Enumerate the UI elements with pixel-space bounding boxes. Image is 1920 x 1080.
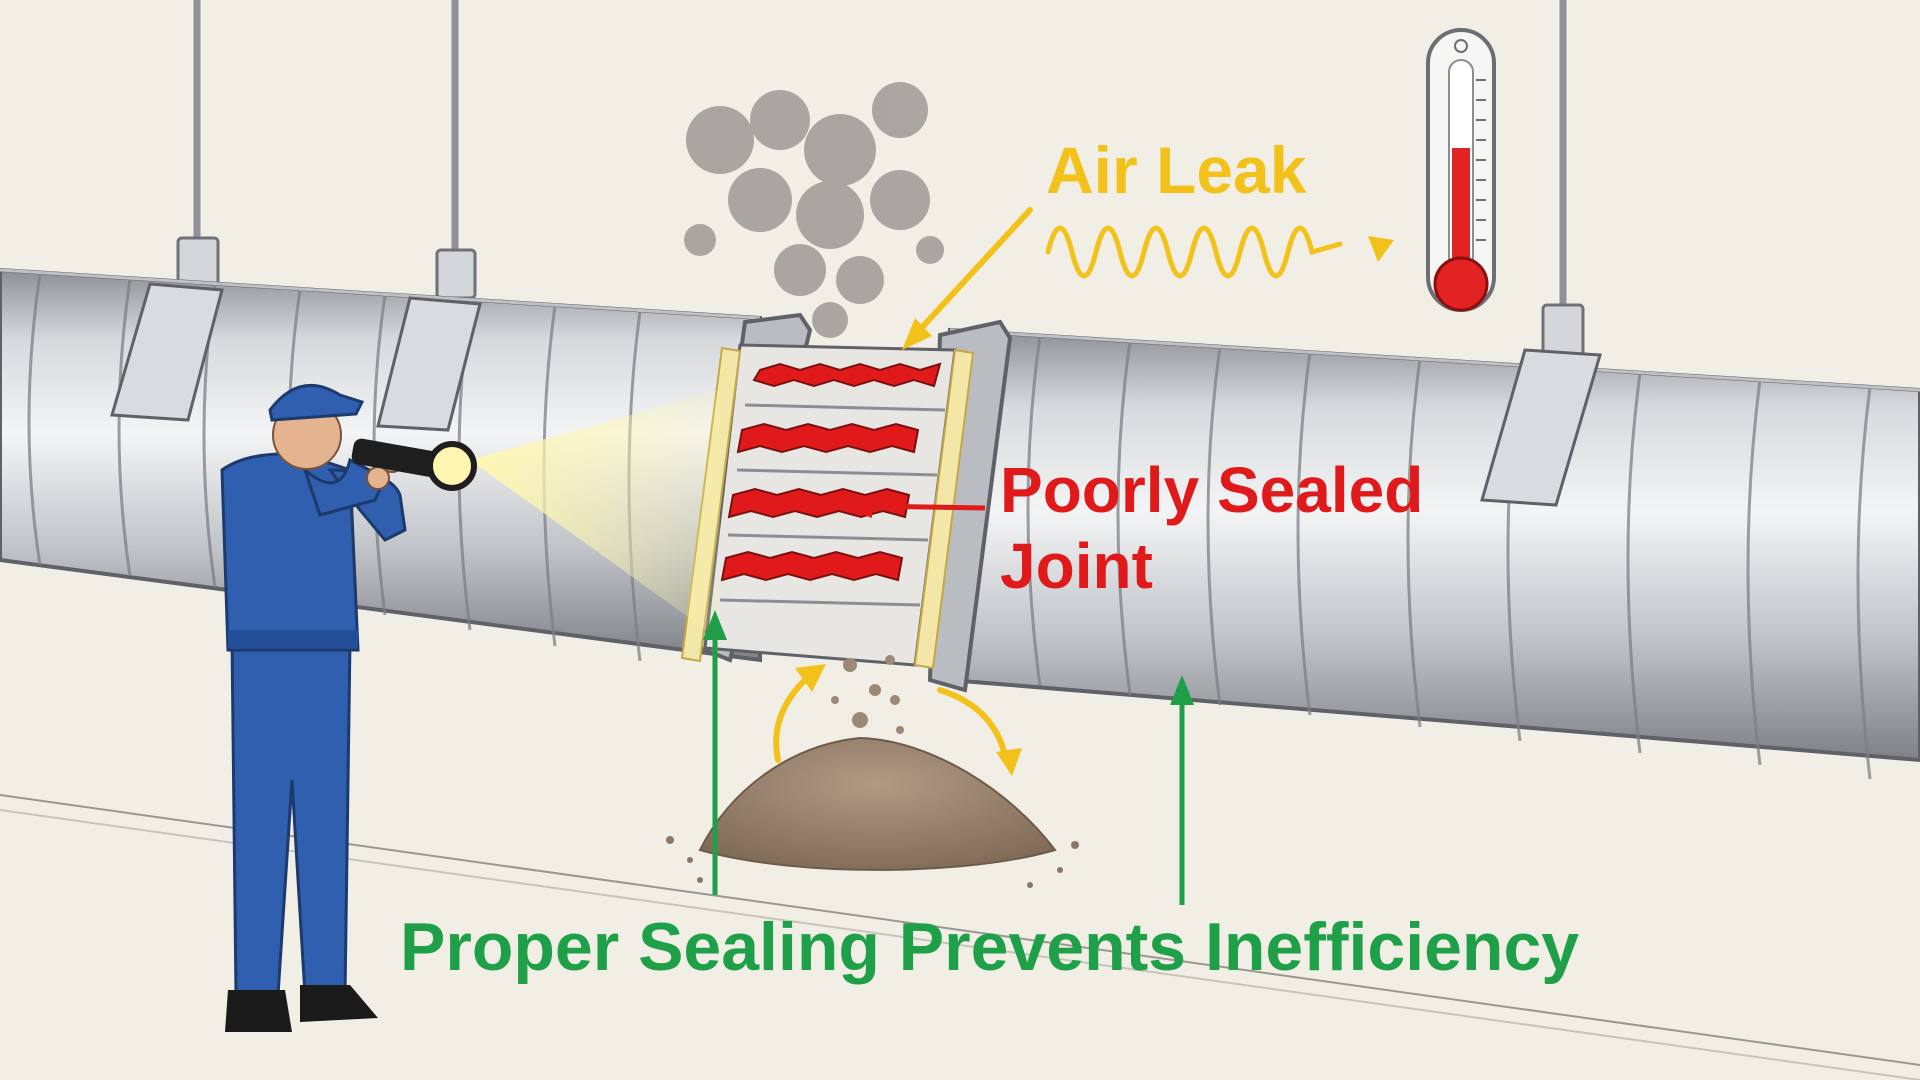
dust-pile <box>666 736 1079 888</box>
air-leak-plume <box>684 82 944 338</box>
heat-wave-icon <box>1045 225 1343 279</box>
poorly-sealed-label-line2: Joint <box>1000 530 1153 602</box>
poorly-sealed-label-line1: Poorly Sealed <box>1000 454 1424 526</box>
flashlight-icon <box>351 438 477 491</box>
proper-sealing-caption: Proper Sealing Prevents Inefficiency <box>400 909 1580 985</box>
technician-icon <box>220 383 407 1032</box>
right-duct-strap <box>1480 348 1602 507</box>
hanger-rods <box>193 0 1567 320</box>
poorly-sealed-arrow <box>840 494 986 518</box>
thermometer-icon <box>1426 28 1496 312</box>
poorly-sealed-joint-label: Poorly Sealed Joint <box>1000 452 1423 604</box>
left-duct-straps <box>110 282 482 432</box>
proper-sealing-arrows <box>703 610 1194 905</box>
flashlight-beam <box>470 390 720 640</box>
air-leak-label: Air Leak <box>1046 133 1307 207</box>
